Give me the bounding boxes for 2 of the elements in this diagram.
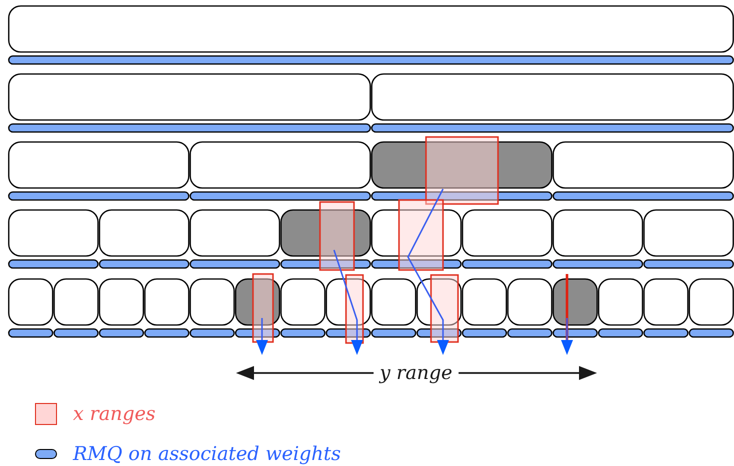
- legend-label: RMQ on associated weights: [73, 443, 341, 465]
- legend-label: x ranges: [73, 403, 156, 425]
